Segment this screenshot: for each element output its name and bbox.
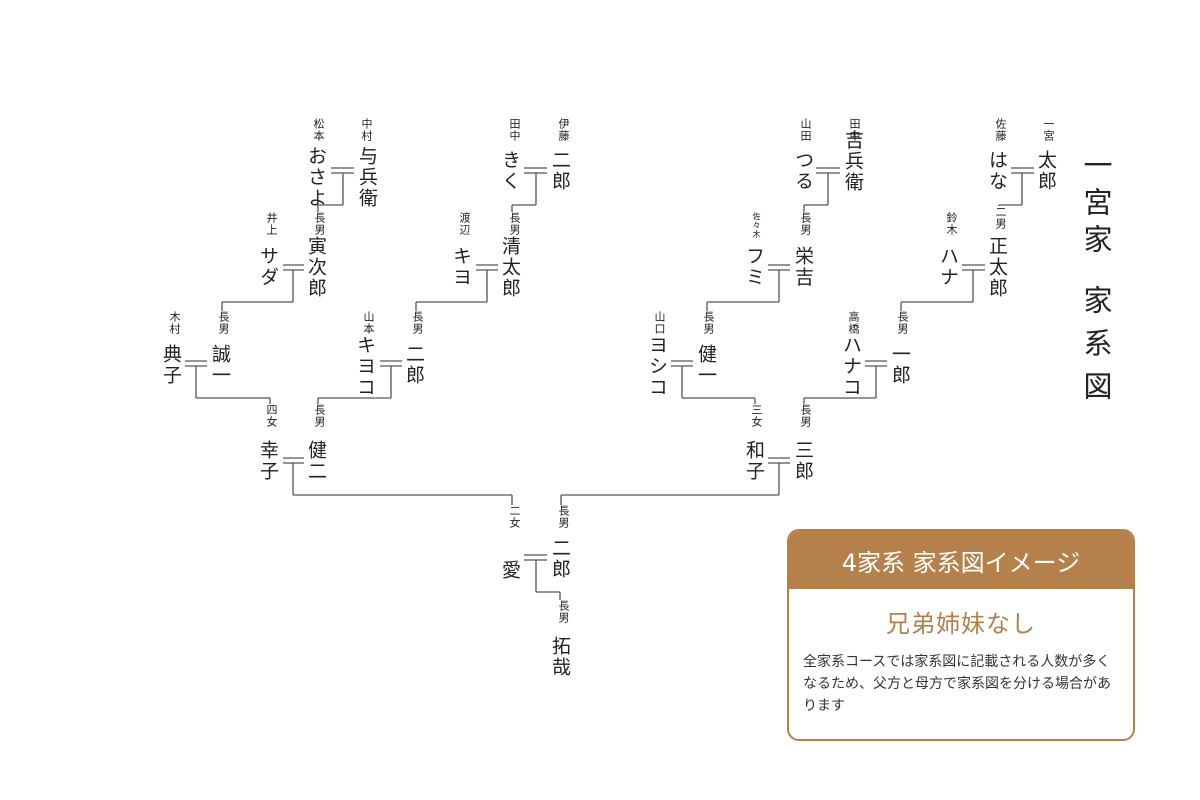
person-1-surname: 松本 xyxy=(312,118,325,142)
title-family-tree: 家系図 xyxy=(1079,285,1113,414)
person-3-surname: 井上 xyxy=(265,212,278,236)
info-card-body: 全家系コースでは家系図に記載される人数が多くなるため、父方と母方で家系図を分ける… xyxy=(803,654,1111,714)
person-5-surname: 田中 xyxy=(508,118,521,142)
person-21-surname: 山口 xyxy=(653,311,666,335)
person-10-name: 栄吉 xyxy=(792,246,814,288)
person-9-name: つる xyxy=(792,150,814,192)
info-card-subtitle: 兄弟姉妹なし xyxy=(886,610,1036,638)
person-29-note: 二女 xyxy=(508,505,521,529)
person-17-surname: 木村 xyxy=(168,311,181,335)
person-0-surname: 中村 xyxy=(360,118,373,142)
person-27-name: 和子 xyxy=(743,440,765,482)
person-5-name: きく xyxy=(499,150,521,192)
person-0-name: 与兵衛 xyxy=(356,146,378,209)
person-20-name: 健一 xyxy=(695,344,717,386)
person-2-note: 長男 xyxy=(313,212,326,236)
person-7-name: キヨ xyxy=(450,246,472,288)
person-9-surname: 山田 xyxy=(799,118,812,142)
person-26-name: 三郎 xyxy=(792,440,814,482)
person-25-note: 四女 xyxy=(265,404,278,428)
person-16-note: 長男 xyxy=(217,311,230,335)
person-23-name: ハナコ xyxy=(840,335,862,398)
person-13-surname: 佐藤 xyxy=(994,118,1007,142)
person-12-surname: 一宮 xyxy=(1042,118,1055,142)
person-15-name: ハナ xyxy=(937,246,959,288)
person-8-surname: 田中 xyxy=(848,118,861,142)
person-3-name: サダ xyxy=(257,246,279,288)
person-2-name: 寅次郎 xyxy=(305,236,327,299)
person-30-name: 拓哉 xyxy=(549,636,571,678)
person-23-surname: 高橋 xyxy=(847,311,860,335)
person-16-name: 誠一 xyxy=(209,344,231,386)
person-20-note: 長男 xyxy=(702,311,715,335)
person-14-name: 正太郎 xyxy=(986,236,1008,299)
person-21-name: ヨシコ xyxy=(646,335,668,398)
person-14-note: 二男 xyxy=(994,206,1007,230)
person-12-name: 太郎 xyxy=(1035,150,1057,192)
person-13-name: はな xyxy=(986,150,1008,192)
person-28-note: 長男 xyxy=(557,505,570,529)
title-family-name: 一宮家 xyxy=(1079,150,1113,261)
person-8-name: 吉兵衛 xyxy=(842,130,864,193)
info-card: 4家系 家系図イメージ 兄弟姉妹なし 全家系コースでは家系図に記載される人数が多… xyxy=(787,529,1135,741)
person-19-surname: 山本 xyxy=(362,311,375,335)
person-4-surname: 伊藤 xyxy=(557,118,570,142)
person-7-surname: 渡辺 xyxy=(458,212,471,236)
person-11-surname: 佐々木 xyxy=(752,212,761,239)
person-22-note: 長男 xyxy=(896,311,909,335)
person-15-surname: 鈴木 xyxy=(945,212,958,236)
person-29-name: 愛 xyxy=(499,560,521,581)
person-10-note: 長男 xyxy=(799,212,812,236)
person-6-note: 長男 xyxy=(508,212,521,236)
person-18-note: 長男 xyxy=(411,311,424,335)
person-30-note: 長男 xyxy=(557,600,570,624)
person-11-name: フミ xyxy=(743,246,765,288)
person-18-name: 二郎 xyxy=(403,344,425,386)
person-27-note: 三女 xyxy=(750,404,763,428)
person-1-name: おさよ xyxy=(305,146,327,209)
person-28-name: 二郎 xyxy=(549,538,571,580)
person-6-name: 清太郎 xyxy=(499,236,521,299)
person-22-name: 一郎 xyxy=(889,344,911,386)
person-26-note: 長男 xyxy=(799,404,812,428)
person-24-note: 長男 xyxy=(313,404,326,428)
person-19-name: キヨコ xyxy=(354,335,376,398)
person-25-name: 幸子 xyxy=(257,440,279,482)
info-card-header: 4家系 家系図イメージ xyxy=(789,531,1133,589)
person-4-name: 二郎 xyxy=(549,150,571,192)
person-17-name: 典子 xyxy=(160,344,182,386)
person-24-name: 健二 xyxy=(305,440,327,482)
